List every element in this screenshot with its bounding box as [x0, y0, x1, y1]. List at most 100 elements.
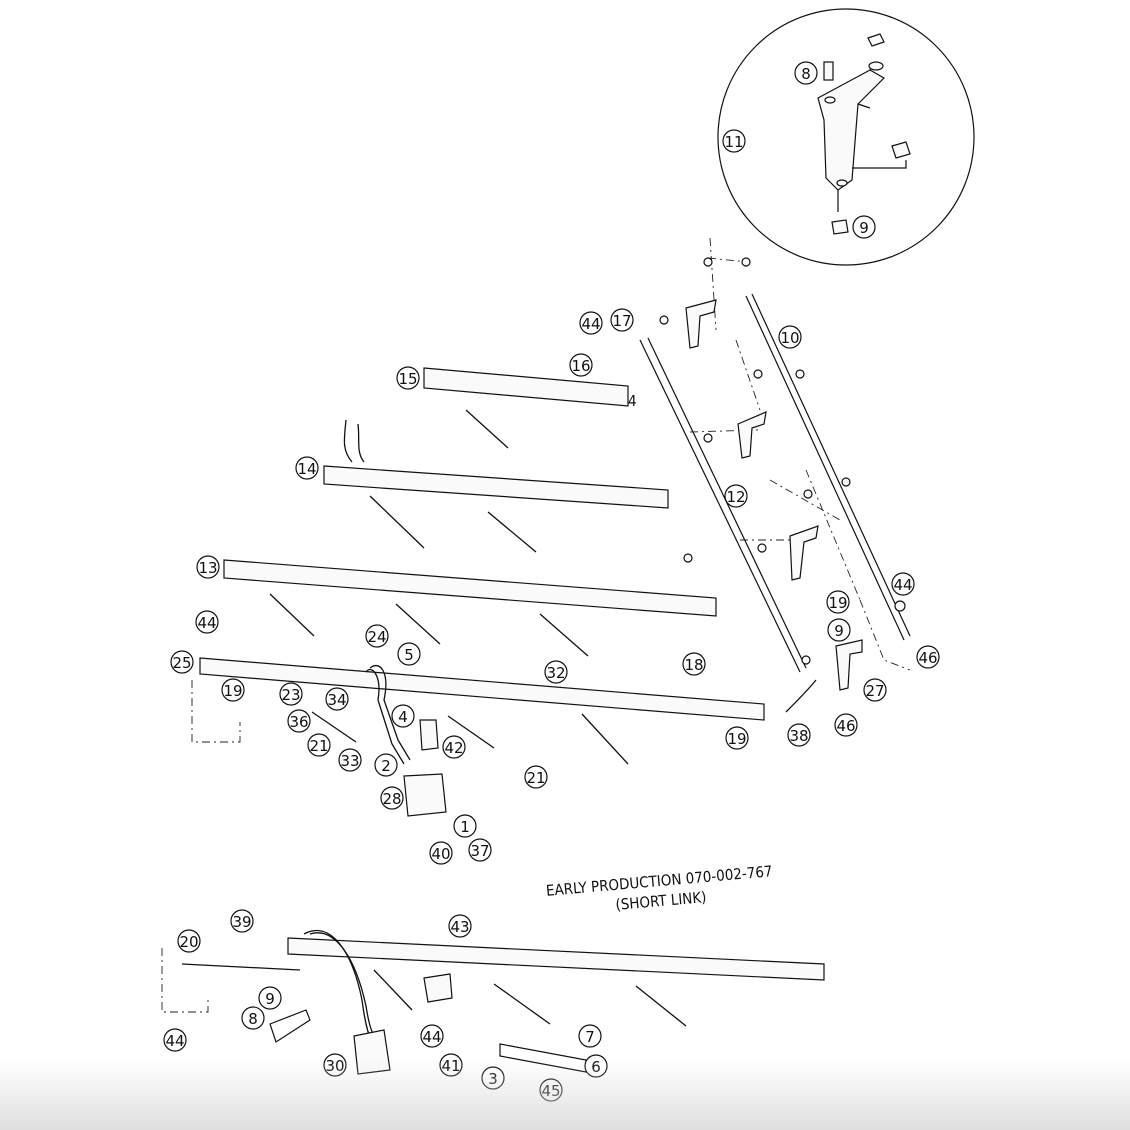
phantom-brackets	[161, 680, 241, 1013]
callout-circle	[177, 929, 201, 953]
callout-circle	[195, 610, 219, 634]
callout-circle	[429, 841, 453, 865]
callout-39: 39	[230, 909, 254, 933]
callout-circle	[230, 909, 254, 933]
callout-label: 1	[460, 818, 470, 836]
callout-label: 42	[444, 739, 463, 757]
callout-circle	[221, 678, 245, 702]
callout-label: 13	[198, 559, 217, 577]
callout-circle	[391, 704, 415, 728]
callout-circle	[610, 308, 634, 332]
callout-circle	[453, 814, 477, 838]
callout-circle	[468, 838, 492, 862]
callout-46: 46	[916, 645, 940, 669]
bottom-fade	[0, 1060, 1130, 1130]
callout-21: 21	[307, 733, 331, 757]
callout-13: 13	[196, 555, 220, 579]
callout-circle	[196, 555, 220, 579]
callout-label: 44	[422, 1028, 441, 1046]
callout-19: 19	[826, 590, 850, 614]
callout-36: 36	[287, 709, 311, 733]
callout-label: 5	[404, 646, 414, 664]
callout-label: 12	[726, 488, 745, 506]
callout-label: 44	[165, 1032, 184, 1050]
production-note: EARLY PRODUCTION 070-002-767 (SHORT LINK…	[545, 862, 773, 914]
callout-44: 44	[195, 610, 219, 634]
callout-44: 44	[420, 1024, 444, 1048]
callout-label: 23	[281, 686, 300, 704]
callout-label: 28	[382, 790, 401, 808]
callout-circle	[170, 650, 194, 674]
callout-label: 15	[398, 370, 417, 388]
callout-1: 1	[453, 814, 477, 838]
callout-label: 8	[801, 65, 811, 83]
callout-label: 38	[789, 727, 808, 745]
callout-circle	[338, 748, 362, 772]
callout-label: 21	[309, 737, 328, 755]
hinge-brackets	[659, 257, 906, 691]
callout-12: 12	[724, 484, 748, 508]
callout-38: 38	[787, 723, 811, 747]
callout-circle	[420, 1024, 444, 1048]
callout-label: 7	[585, 1028, 595, 1046]
callout-circle	[725, 726, 749, 750]
callout-circle	[380, 786, 404, 810]
callout-label: 21	[526, 769, 545, 787]
callout-circle	[307, 733, 331, 757]
callout-circle	[295, 456, 319, 480]
callout-label: 9	[859, 219, 869, 237]
callout-label: 33	[340, 752, 359, 770]
callout-label: 11	[724, 133, 743, 151]
callout-circle	[852, 215, 876, 239]
callout-43: 43	[448, 914, 472, 938]
callout-7: 7	[578, 1024, 602, 1048]
callout-circle	[787, 723, 811, 747]
callout-label: 20	[179, 933, 198, 951]
detail-inset	[717, 8, 975, 266]
callout-label: 10	[780, 329, 799, 347]
callout-label: 34	[327, 691, 346, 709]
callout-circle	[544, 660, 568, 684]
callout-label: 16	[571, 357, 590, 375]
callout-circle	[163, 1028, 187, 1052]
callout-44: 44	[891, 572, 915, 596]
callout-circle	[724, 484, 748, 508]
callout-circle	[579, 311, 603, 335]
callout-18: 18	[682, 652, 706, 676]
callout-label: 9	[834, 622, 844, 640]
callout-34: 34	[325, 687, 349, 711]
callout-40: 40	[429, 841, 453, 865]
callout-44: 44	[579, 311, 603, 335]
callout-9: 9	[852, 215, 876, 239]
callout-2: 2	[374, 753, 398, 777]
callout-circle	[826, 590, 850, 614]
callout-44: 44	[163, 1028, 187, 1052]
callout-circle	[258, 986, 282, 1010]
callout-8: 8	[794, 61, 818, 85]
callout-20: 20	[177, 929, 201, 953]
callout-label: 25	[172, 654, 191, 672]
callout-37: 37	[468, 838, 492, 862]
callout-label: 36	[289, 713, 308, 731]
callout-label: 44	[581, 315, 600, 333]
callout-10: 10	[778, 325, 802, 349]
callout-label: 19	[727, 730, 746, 748]
callout-circle	[287, 709, 311, 733]
callout-9: 9	[827, 618, 851, 642]
callout-label: 46	[918, 649, 937, 667]
callout-9: 9	[258, 986, 282, 1010]
callout-circle	[442, 735, 466, 759]
light-bars	[199, 367, 825, 981]
callout-circle	[682, 652, 706, 676]
callout-label: 17	[612, 312, 631, 330]
callout-15: 15	[396, 366, 420, 390]
callout-25: 25	[170, 650, 194, 674]
callout-circle	[891, 572, 915, 596]
callout-23: 23	[279, 682, 303, 706]
callout-circle	[916, 645, 940, 669]
callout-circle	[524, 765, 548, 789]
callout-circle	[834, 713, 858, 737]
callout-17: 17	[610, 308, 634, 332]
